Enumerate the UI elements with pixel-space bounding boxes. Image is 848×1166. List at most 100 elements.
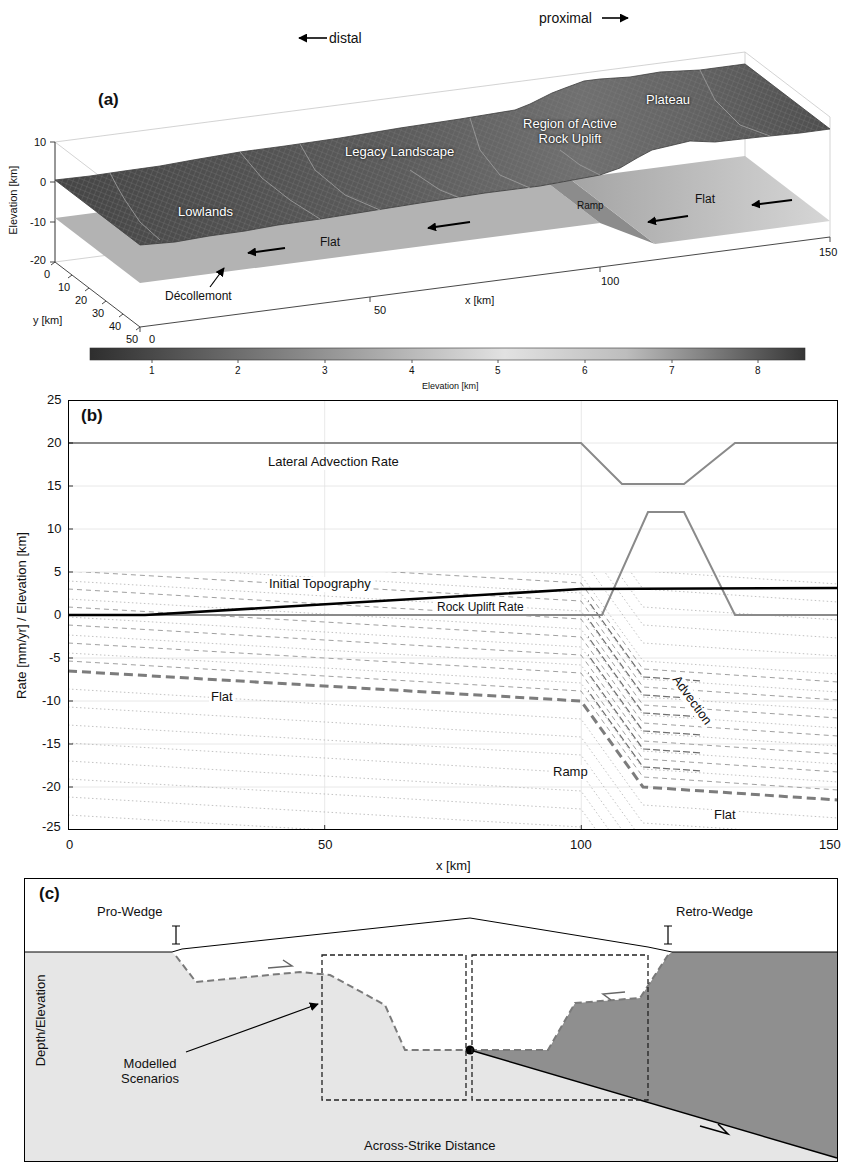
axis-tick: 10 [34,136,46,149]
axis-tick: 150 [819,838,841,853]
thrust-fault [176,955,668,1050]
axis-tick: 0 [149,333,155,346]
curve-label: Ramp [551,765,590,780]
leader-line [210,268,224,287]
axis-tick [68,443,581,830]
subduction-fault [470,1050,837,1158]
advection-vector [68,572,838,790]
advection-vector [588,633,703,762]
colorbar [152,360,758,363]
leader-line [210,268,224,287]
slip-sense [603,992,625,1000]
terrain-ridge [410,170,460,198]
advection-vector [68,661,838,790]
terrain-ridge [110,173,160,240]
axis-line [50,142,55,262]
region-label: Retro-Wedge [676,905,753,920]
curve-label: Advection [668,671,716,729]
panel-letter: (b) [81,406,103,426]
panel-frame: (b) [68,400,838,830]
direction-label: distal [329,30,362,46]
panel-frame: (c) [24,878,838,1162]
axis-tick: 40 [109,320,121,333]
axis-tick: 100 [570,838,592,853]
axis-tick: 15 [47,479,61,494]
slip-arrow [648,216,688,222]
advection-vector [68,572,838,682]
axis-tick: 25 [47,393,61,408]
panel-letter: (c) [39,884,60,904]
advection-vector [68,589,838,718]
model-domain-box [472,955,648,1100]
terrain-ridge [110,70,770,240]
streamline [68,617,838,746]
axis-tick: 150 [819,246,837,259]
colorbar [90,348,805,363]
subduction-fault [470,1050,837,1158]
streamline [68,779,838,830]
terrain-surface [55,64,830,245]
axis-tick: 50 [374,304,386,317]
plane-label: Ramp [577,200,604,212]
streamline [68,581,838,710]
axis-title: y [km] [33,314,62,327]
colorbar-title: Elevation [km] [422,381,479,391]
axis-title: Depth/Elevation [34,975,49,1067]
advection-vector [68,643,838,772]
grid-line [68,400,838,830]
model-domain-box [322,955,466,1100]
streamline [68,653,838,782]
axis-line [55,142,56,262]
axis-title: x [km] [436,859,471,874]
streamline [68,725,838,830]
slip-sense [268,960,292,968]
grid-line [68,443,838,787]
slip-sense [700,1124,728,1134]
axis-tick: -10 [30,216,46,229]
advection-vector [588,572,703,690]
axis-tick: -5 [49,651,61,666]
streamline [68,572,838,620]
advection-vector [68,607,838,736]
leader-line [186,1004,318,1052]
streamline [68,572,838,830]
colorbar-tick: 2 [235,365,241,377]
cross-section [172,918,672,952]
streamline [68,572,838,584]
slip-arrow [248,248,285,253]
decollement-curve [68,671,838,800]
colorbar-tick: 8 [755,365,761,377]
streamline [68,761,838,830]
axis-tick: 10 [58,281,70,294]
curve-label: Flat [209,690,235,705]
axis-tick: -20 [42,780,61,795]
cross-section [25,952,837,953]
region-label: Lowlands [178,205,233,220]
callout-label: Modelled Scenarios [104,1057,196,1087]
streamline [68,572,838,638]
curve-label: Flat [712,808,738,823]
rate-curve [68,443,838,484]
leader-line [186,1004,318,1052]
plane-label: Flat [695,193,715,207]
terrain-ridge [240,152,320,219]
axis-tick: 10 [47,522,61,537]
colorbar-tick: 1 [149,365,155,377]
direction-arrow [299,37,327,39]
colorbar-tick: 3 [322,365,328,377]
advection-vector [68,625,838,754]
region-label: Legacy Landscape [345,145,454,160]
plane-label: Flat [320,236,340,250]
thrust-fault [176,956,470,1050]
streamline [68,797,838,830]
axis-tick: 100 [601,275,619,288]
axis-tick: 20 [75,294,87,307]
advection-vector [588,572,703,780]
streamline [68,707,838,830]
terrain-ridge [470,118,530,188]
axis-title: Across-Strike Distance [364,1139,495,1154]
axis-tick: 0 [54,608,61,623]
direction-label: proximal [539,10,592,26]
